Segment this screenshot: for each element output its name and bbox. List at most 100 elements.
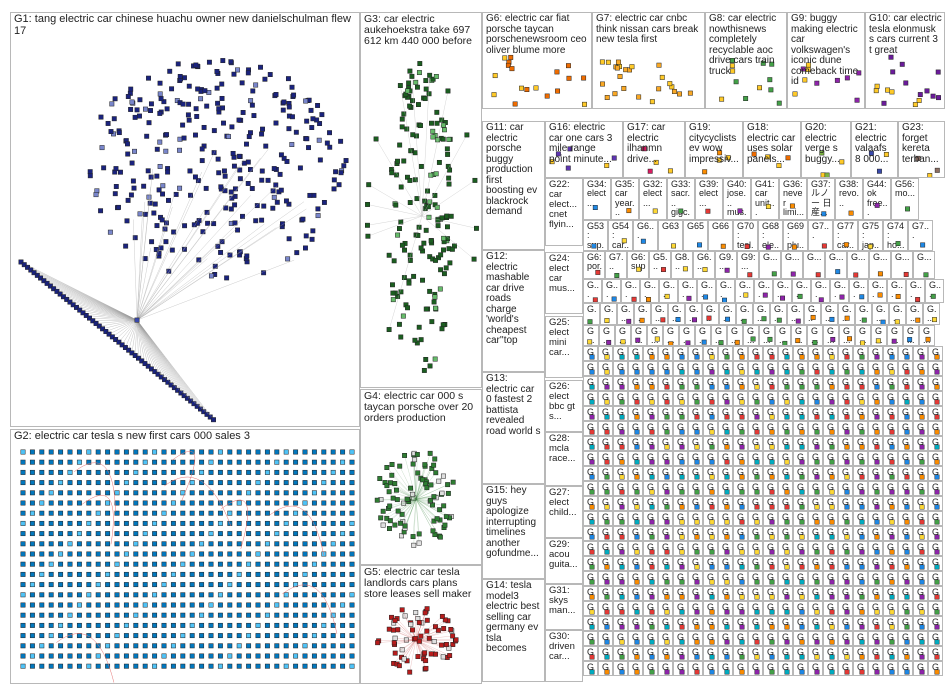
network-node[interactable] [874,534,880,540]
cluster-tile[interactable]: G... [898,466,913,481]
cluster-tile[interactable]: G... [838,346,853,361]
network-node[interactable] [114,622,120,628]
network-node[interactable] [784,369,790,375]
network-node[interactable] [58,531,64,537]
network-node[interactable] [739,609,745,615]
network-node[interactable] [199,622,205,628]
network-node[interactable] [415,470,421,476]
network-node[interactable] [592,297,598,302]
network-node[interactable] [874,429,880,435]
cluster-tile[interactable]: G... [853,541,868,556]
cluster-tile[interactable]: G... [898,616,913,631]
network-node[interactable] [330,571,336,577]
network-node[interactable] [246,520,252,526]
cluster-tile[interactable]: G7... [908,220,933,251]
network-node[interactable] [435,217,441,223]
network-node[interactable] [246,653,252,659]
network-node[interactable] [932,317,937,323]
network-node[interactable] [649,534,655,540]
network-node[interactable] [760,60,766,66]
cluster-tile[interactable]: G... [658,556,673,571]
network-node[interactable] [875,338,881,344]
network-node[interactable] [410,132,416,138]
network-node[interactable] [204,209,210,215]
network-node[interactable] [904,639,910,645]
network-node[interactable] [907,337,913,343]
network-node[interactable] [58,561,64,567]
network-node[interactable] [208,643,214,649]
network-node[interactable] [737,208,743,214]
cluster-tile[interactable]: G... [733,586,748,601]
network-node[interactable] [302,449,308,455]
network-node[interactable] [868,150,874,156]
cluster-tile[interactable]: G... [643,526,658,541]
network-node[interactable] [450,633,456,639]
network-node[interactable] [431,462,437,468]
cluster-tile[interactable]: G... [583,646,598,661]
cluster-tile[interactable]: G... [688,451,703,466]
network-node[interactable] [142,612,148,618]
network-node[interactable] [405,305,410,311]
cluster-tile[interactable]: G... [643,361,658,376]
network-node[interactable] [93,321,99,326]
network-node[interactable] [859,384,865,390]
cluster-tile[interactable]: G... [647,325,663,346]
cluster-tile[interactable]: G... [748,511,763,526]
cluster-tile[interactable]: G... [823,631,838,646]
cluster-tile[interactable]: G... [718,376,733,391]
network-node[interactable] [859,564,865,570]
network-node[interactable] [754,534,760,540]
cluster-tile[interactable]: G... [598,616,613,631]
cluster-tile[interactable]: G... [718,406,733,421]
network-node[interactable] [649,669,655,675]
network-node[interactable] [904,549,910,555]
network-node[interactable] [123,243,129,249]
network-node[interactable] [255,653,261,659]
network-node[interactable] [614,65,620,71]
network-node[interactable] [20,500,26,506]
network-node[interactable] [729,58,735,63]
network-node[interactable] [398,334,404,340]
cluster-tile[interactable]: G... [598,451,613,466]
network-node[interactable] [589,354,595,360]
network-node[interactable] [161,633,167,639]
network-node[interactable] [619,654,625,660]
cluster-tile[interactable]: G... [868,571,883,586]
network-node[interactable] [133,582,139,588]
network-node[interactable] [373,136,379,142]
cluster-tile[interactable]: G... [913,481,928,496]
network-node[interactable] [51,286,57,292]
cluster-tile[interactable]: G... [793,361,808,376]
network-node[interactable] [874,384,880,390]
network-node[interactable] [604,669,610,675]
network-node[interactable] [208,469,214,475]
network-node[interactable] [145,168,151,174]
cluster-tile[interactable]: G... [583,466,598,481]
cluster-tile[interactable]: G... [695,325,711,346]
network-node[interactable] [739,579,745,585]
network-node[interactable] [114,653,120,659]
network-node[interactable] [814,80,820,86]
network-node[interactable] [67,469,73,475]
cluster-tile[interactable]: G... [733,556,748,571]
network-node[interactable] [38,275,44,281]
network-node[interactable] [152,201,158,207]
network-node[interactable] [264,602,270,608]
network-node[interactable] [754,669,760,675]
network-node[interactable] [274,510,280,516]
network-node[interactable] [114,480,120,486]
network-node[interactable] [649,369,655,375]
network-node[interactable] [330,653,336,659]
network-node[interactable] [226,134,231,140]
network-node[interactable] [679,639,685,645]
network-node[interactable] [349,469,355,475]
cluster-tile[interactable]: G... [913,541,928,556]
network-node[interactable] [208,582,214,588]
cluster-tile[interactable]: G... [583,541,598,556]
network-node[interactable] [302,653,308,659]
network-node[interactable] [58,520,64,526]
cluster-tile[interactable]: G34: elect... [583,178,611,220]
cluster-g13[interactable]: G13: electric car 0 fastest 2 battista r… [482,372,545,484]
cluster-tile[interactable]: G... [928,466,943,481]
network-node[interactable] [274,449,280,455]
